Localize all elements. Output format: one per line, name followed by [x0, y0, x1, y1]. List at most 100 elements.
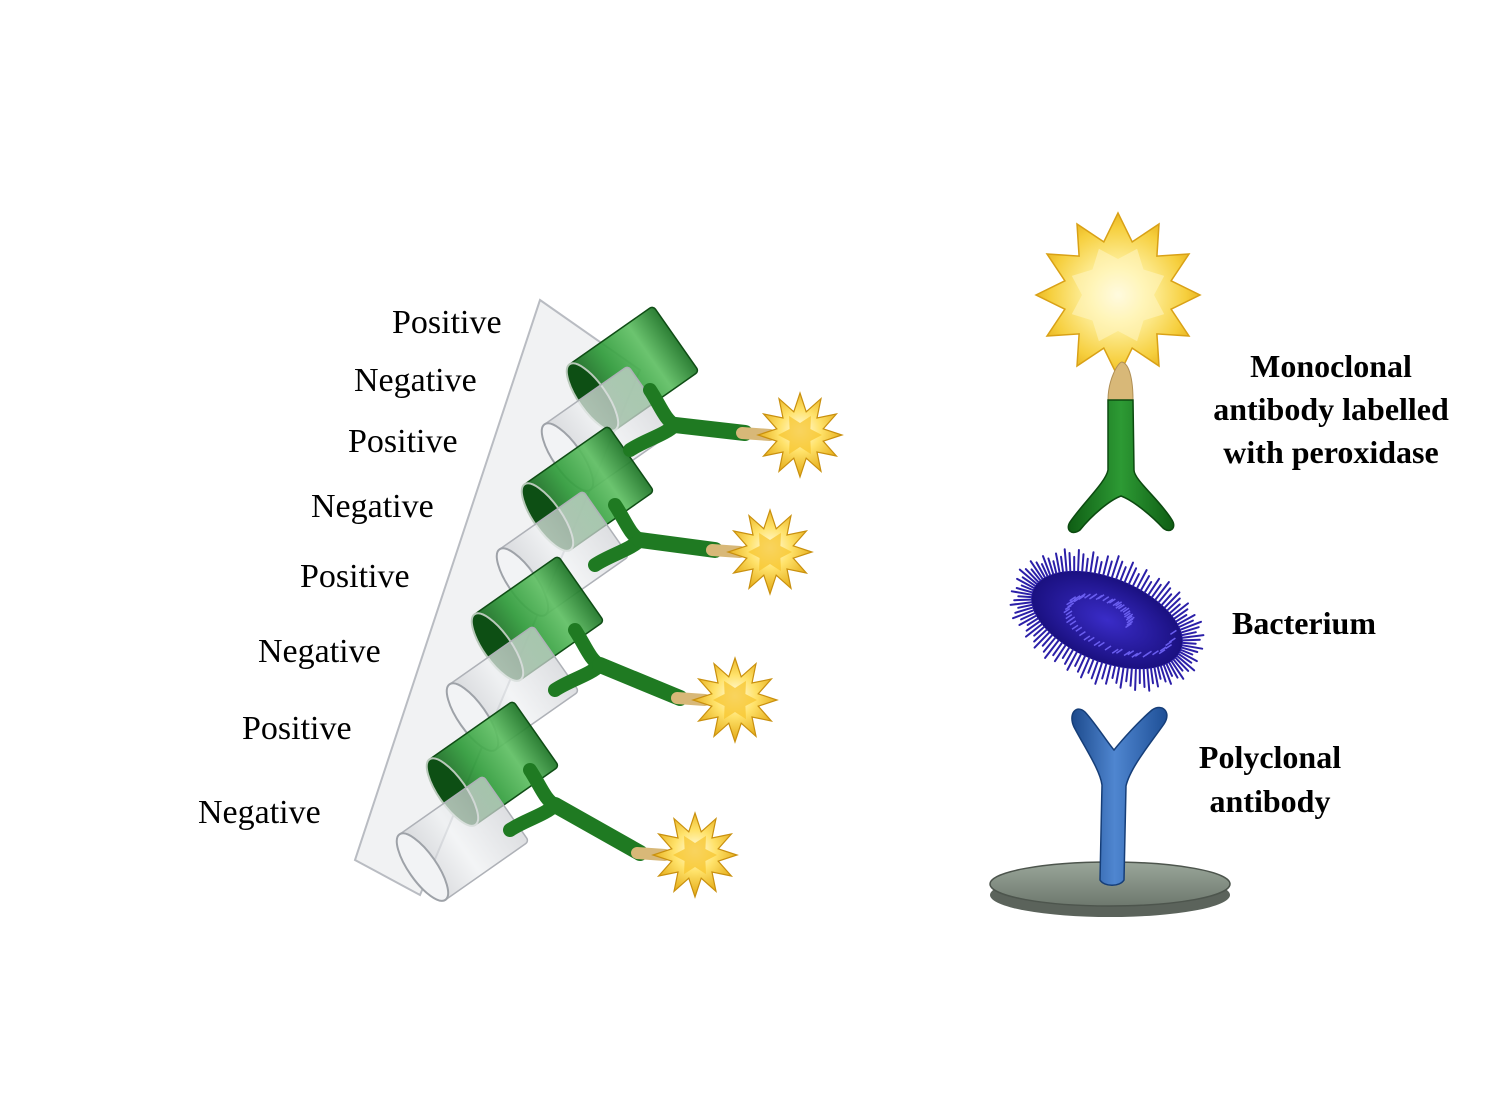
wells-group	[395, 306, 699, 902]
star-highlight	[1071, 248, 1165, 342]
bacterium-texture	[1069, 598, 1077, 604]
bacterium-pilus	[1061, 646, 1071, 659]
bacterium-texture	[1115, 603, 1123, 609]
antibody-stem	[632, 532, 723, 558]
bacterium-pilus	[1150, 667, 1154, 685]
bacterium-texture	[1065, 613, 1073, 620]
bacterium-pilus	[1012, 609, 1035, 620]
bacterium-pilus	[1094, 661, 1103, 685]
bacterium-pilus	[1047, 557, 1055, 575]
bacterium-pilus	[1029, 560, 1044, 580]
bacterium-pilus	[1068, 552, 1072, 572]
bacterium-pilus	[1016, 577, 1035, 589]
bacterium-pilus	[1042, 555, 1052, 576]
well-label-4: Negative	[311, 488, 434, 525]
bacterium-pilus	[1180, 626, 1200, 634]
bacterium-pilus	[1168, 661, 1179, 679]
well-label-7: Positive	[242, 710, 352, 747]
bacterium-pilus	[1077, 549, 1080, 572]
well-label-8: Negative	[198, 794, 321, 831]
bacterium-pilus	[1178, 619, 1194, 628]
bacterium-pilus	[1033, 631, 1051, 649]
well-strip-icon	[353, 298, 699, 902]
bacterium-texture	[1158, 648, 1166, 655]
bacterium-texture	[1104, 645, 1112, 651]
bacterium-texture	[1145, 650, 1152, 656]
bacterium-pilus	[1180, 649, 1194, 656]
bacterium-pilus	[1026, 617, 1039, 626]
bacterium-texture	[1134, 651, 1142, 657]
bacterium-pilus	[1080, 657, 1091, 679]
star-facet	[673, 835, 717, 875]
bacterium-texture	[1065, 610, 1073, 616]
bacterium-pilus	[1171, 602, 1189, 617]
bacterium-pilus	[1111, 555, 1120, 579]
polyclonal-label-line-1: Polyclonal	[1199, 739, 1341, 775]
bacterium-pilus	[1025, 623, 1043, 638]
bacterium-pilus	[1009, 601, 1033, 606]
bacterium-pilus	[1041, 634, 1054, 647]
bacterium-pilus	[1115, 560, 1124, 580]
well-opening	[395, 832, 450, 902]
bacterium-pilus	[1042, 636, 1057, 653]
bacterium-texture	[1088, 594, 1096, 600]
bacterium-pilus	[1140, 575, 1150, 591]
bacterium-pilus	[1081, 553, 1085, 573]
labelled-monoclonal-antibody	[548, 623, 779, 744]
bacterium-pilus	[1170, 660, 1185, 680]
antibody-stem	[547, 797, 648, 861]
bacterium-pilus	[1151, 583, 1162, 598]
bacterium-texture	[1108, 598, 1116, 604]
bacterium-texture	[1078, 630, 1086, 637]
bacterium-pilus	[1063, 548, 1068, 573]
well-label-1: Positive	[392, 304, 502, 341]
bacterium-texture	[1084, 593, 1091, 599]
bacterium-pilus	[1176, 614, 1196, 626]
labelled-monoclonal-antibody	[588, 498, 814, 596]
bacterium-texture	[1069, 620, 1077, 626]
bacterium-texture	[1111, 648, 1119, 654]
bacterium-pilus	[1018, 568, 1038, 585]
bacterium-pilus	[1020, 612, 1036, 621]
bacterium-texture	[1126, 618, 1134, 624]
bacterium-pilus	[1181, 634, 1205, 639]
bacterium-texture	[1125, 622, 1132, 629]
bacterium-texture	[1131, 652, 1139, 658]
bacterium-pilus	[1093, 556, 1099, 574]
bacterium-texture	[1097, 641, 1105, 648]
negative-well	[395, 776, 529, 902]
well-label-6: Negative	[258, 633, 381, 670]
bacterium-texture	[1115, 648, 1123, 654]
bacterium-pilus	[1129, 667, 1133, 687]
bacterium-pilus	[1090, 660, 1099, 680]
bacterium-texture	[1123, 610, 1131, 616]
star-facet	[713, 680, 757, 720]
bacterium-pilus	[1030, 568, 1042, 582]
bacterium-pilus	[1162, 664, 1172, 685]
bacterium-pilus	[1159, 665, 1167, 683]
bacterium-pilus	[1025, 620, 1041, 632]
bacterium-pilus	[1102, 555, 1109, 576]
bacterium-label: Bacterium	[1232, 605, 1376, 641]
legend-labels: Monoclonal antibody labelled with peroxi…	[1199, 348, 1449, 819]
monoclonal-label-line-3: with peroxidase	[1223, 434, 1438, 470]
peroxidase-star-icon	[1034, 211, 1202, 379]
bacterium-pilus	[1175, 614, 1188, 623]
bacterium-texture	[1123, 612, 1131, 618]
bacterium-pilus	[1153, 666, 1159, 688]
bacterium-pilus	[1172, 658, 1184, 672]
bacterium-pilus	[1132, 573, 1140, 587]
bacterium-pilus	[1014, 606, 1034, 614]
bacterium-texture	[1122, 607, 1130, 613]
monoclonal-label-line-2: antibody labelled	[1213, 391, 1449, 427]
bacterium-texture	[1106, 598, 1114, 604]
bacterium-texture	[1095, 594, 1103, 601]
bacterium-pilus	[1021, 576, 1037, 587]
star-facet	[748, 532, 792, 572]
bacterium-pilus	[1015, 587, 1033, 594]
bacterium-pilus	[1033, 626, 1045, 637]
well-label-2: Negative	[354, 362, 477, 399]
bacterium-pilus	[1111, 665, 1116, 679]
bacterium-texture	[1169, 629, 1177, 636]
